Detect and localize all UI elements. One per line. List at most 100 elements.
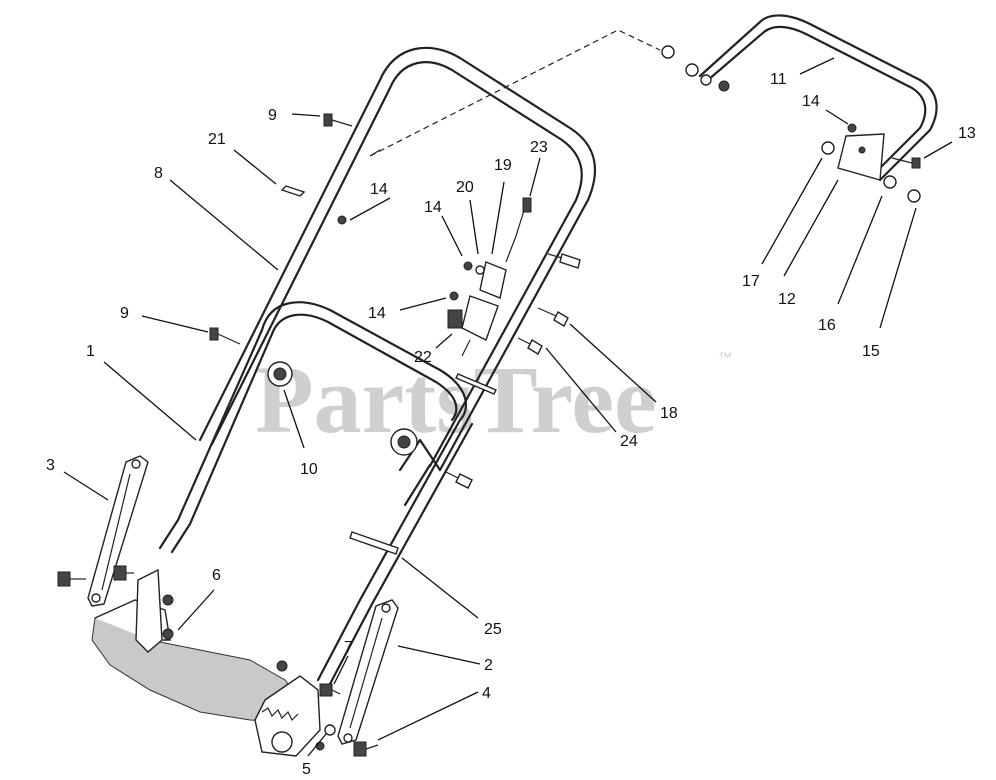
callout-15: 15 [862,343,880,360]
callout-14-lower: 14 [368,305,386,322]
nut-14-mid [463,261,473,271]
bail-bushing [661,45,675,59]
screw-15 [907,189,921,203]
upper-bail-handle [698,14,938,182]
right-bracket-hole [381,603,391,613]
cable-lead [369,149,381,157]
handle-knob-left [267,361,293,387]
spacer-25 [349,531,399,555]
nut-6-lower [162,628,174,640]
nut-14-left [337,215,347,225]
nut-6-upper [162,594,174,606]
right-slotted-bracket [337,599,399,745]
carriage-bolt-18 [537,307,569,327]
handle-knob-right [390,428,418,456]
callout-5: 5 [302,761,311,778]
leader-18 [569,323,657,403]
bracket-pivot [271,731,293,753]
watermark-trademark: ™ [718,349,732,365]
callout-11: 11 [770,71,787,88]
left-deck-bracket [135,568,163,653]
leader-22 [435,333,453,349]
leader-3 [63,471,109,501]
leader-12 [783,179,839,277]
washer-5 [324,724,336,736]
callout-14-right: 14 [802,93,820,110]
callout-25: 25 [484,621,502,638]
screw-13 [891,157,921,169]
bail-washer [685,63,699,77]
leader-13 [923,141,953,159]
upper-handle-loop [198,46,597,472]
right-bracket-hole-lower [343,733,353,743]
leader-19 [491,181,505,255]
leader-6 [177,589,215,631]
callout-9-upper: 9 [268,107,277,124]
leader-23 [529,157,541,197]
bolt-7 [319,683,341,697]
leader-8 [169,179,279,271]
left-bracket-hole-lower [91,593,101,603]
callout-7: 7 [344,639,353,656]
leader-15 [879,207,917,329]
callout-23: 23 [530,139,548,156]
callout-3: 3 [46,457,55,474]
bail-bracket-hole [858,146,866,154]
left-bracket-hole [131,459,141,469]
leader-10 [283,389,305,449]
leader-21 [233,149,277,185]
lower-handle-left-leg [158,328,274,554]
spacer-mid [455,373,497,395]
washer-17 [821,141,835,155]
leader-25 [401,557,479,619]
leader-5 [307,733,327,757]
handle-inner-tube [398,438,442,507]
lower-handle-loop [260,301,468,422]
carriage-bolt-lower [445,471,473,489]
nut-14-lower [449,291,459,301]
leader-11 [799,57,835,75]
callout-4: 4 [482,685,491,702]
lower-handle-right-leg [316,418,474,686]
bail-pivot [700,74,712,86]
nut-deck [276,660,288,672]
leader-2 [397,645,481,665]
carriage-bolt-24 [517,337,543,355]
leader-7 [333,655,349,685]
washer-5-lower [315,741,325,751]
leader-9a [291,113,321,117]
callout-12: 12 [778,291,796,308]
callout-2: 2 [484,657,493,674]
leader-17 [761,157,823,265]
right-deck-bracket [254,675,321,757]
callout-9-lower: 9 [120,305,129,322]
callout-20: 20 [456,179,474,196]
leader-1 [103,361,197,441]
carriage-bolt-upper [547,253,581,269]
callout-6: 6 [212,567,221,584]
bolt-4 [353,741,379,757]
bolt-9-upper [323,113,353,127]
bracket-teeth [261,707,299,722]
leader-16 [837,195,883,305]
callout-13: 13 [958,125,976,142]
control-assembly [447,197,532,357]
callout-8: 8 [154,165,163,182]
left-bracket-slot [101,473,131,591]
bolt-left-deck [57,565,134,587]
leader-20 [469,199,479,255]
leader-14a [349,197,391,221]
left-slotted-bracket [87,455,149,607]
callout-10: 10 [300,461,318,478]
leader-4 [377,691,479,741]
washer-16 [883,175,897,189]
callout-14-mid: 14 [424,199,442,216]
callout-24: 24 [620,433,638,450]
callout-21: 21 [208,131,226,148]
leader-9b [141,315,209,333]
cable-tie [280,185,306,197]
leader-14d [825,109,849,125]
callout-16: 16 [818,317,836,334]
